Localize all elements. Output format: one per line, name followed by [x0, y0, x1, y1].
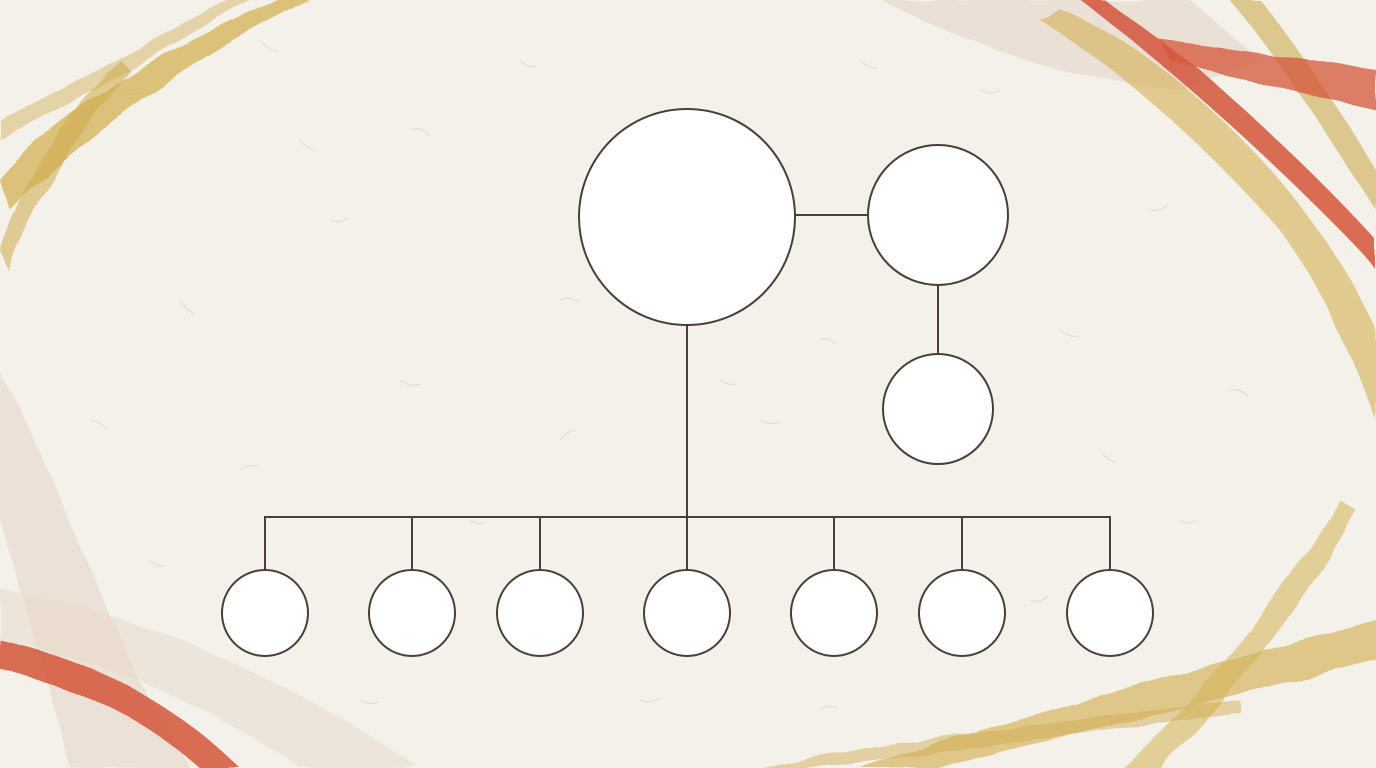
- node-partner-child: [882, 353, 994, 465]
- node-child-2: [368, 569, 456, 657]
- paper-fibers: [89, 39, 1249, 711]
- connectors: [264, 214, 1111, 571]
- node-child-4: [643, 569, 731, 657]
- nodes: [221, 108, 1154, 657]
- red-stroke-bottom-left: [0, 640, 240, 768]
- red-stroke-top-right-horizontal: [1160, 40, 1376, 110]
- node-child-1: [221, 569, 309, 657]
- node-child-7: [1066, 569, 1154, 657]
- gold-stroke-bottom-right-thin: [760, 700, 1240, 768]
- node-child-3: [496, 569, 584, 657]
- node-child-5: [790, 569, 878, 657]
- node-partner: [867, 144, 1009, 286]
- node-root: [578, 108, 796, 326]
- node-child-6: [918, 569, 1006, 657]
- gold-stroke-top-left-diagonal: [0, 60, 130, 270]
- gold-stroke-bottom-right-diagonal: [1120, 500, 1356, 768]
- beige-wash-bottom: [0, 590, 420, 768]
